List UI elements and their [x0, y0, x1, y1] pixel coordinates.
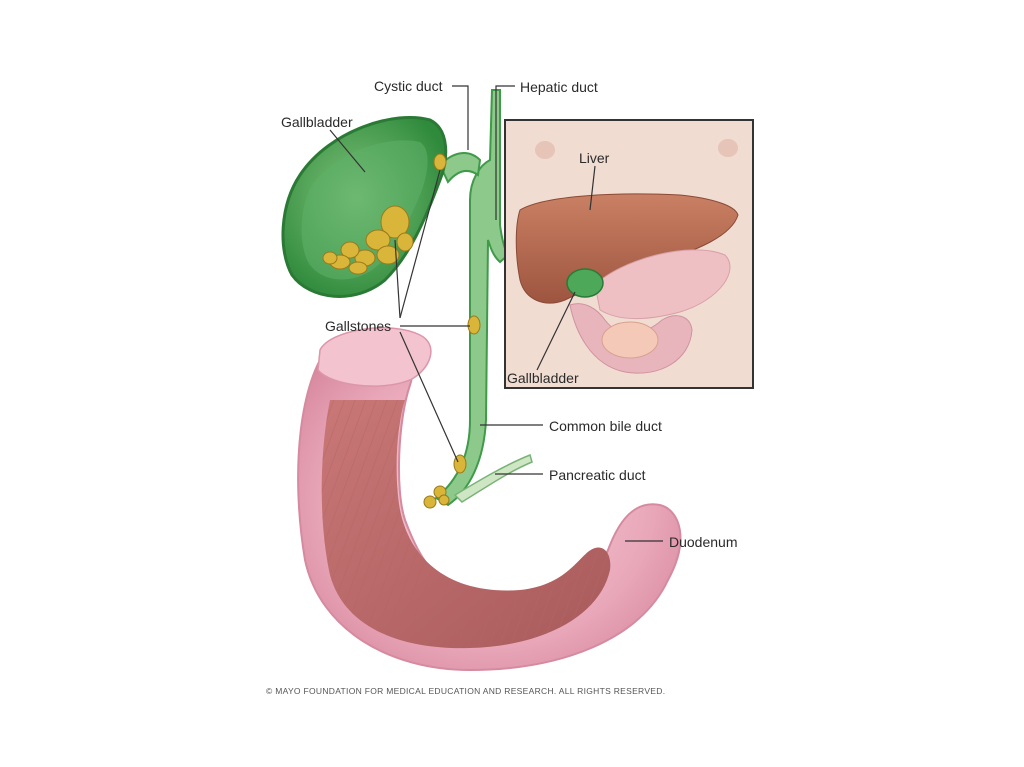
label-gallstones: Gallstones [325, 318, 391, 334]
label-cystic-duct: Cystic duct [374, 78, 442, 94]
copyright-notice: © MAYO FOUNDATION FOR MEDICAL EDUCATION … [266, 686, 665, 696]
inset-panel [505, 120, 753, 388]
label-liver: Liver [579, 150, 609, 166]
label-common-bile-duct: Common bile duct [549, 418, 662, 434]
label-hepatic-duct: Hepatic duct [520, 79, 598, 95]
label-pancreatic-duct: Pancreatic duct [549, 467, 646, 483]
label-gallbladder: Gallbladder [281, 114, 353, 130]
label-duodenum: Duodenum [669, 534, 738, 550]
duodenum-bulb [318, 328, 431, 386]
label-inset-gallbladder: Gallbladder [507, 370, 579, 386]
inset-gallbladder [567, 269, 603, 297]
